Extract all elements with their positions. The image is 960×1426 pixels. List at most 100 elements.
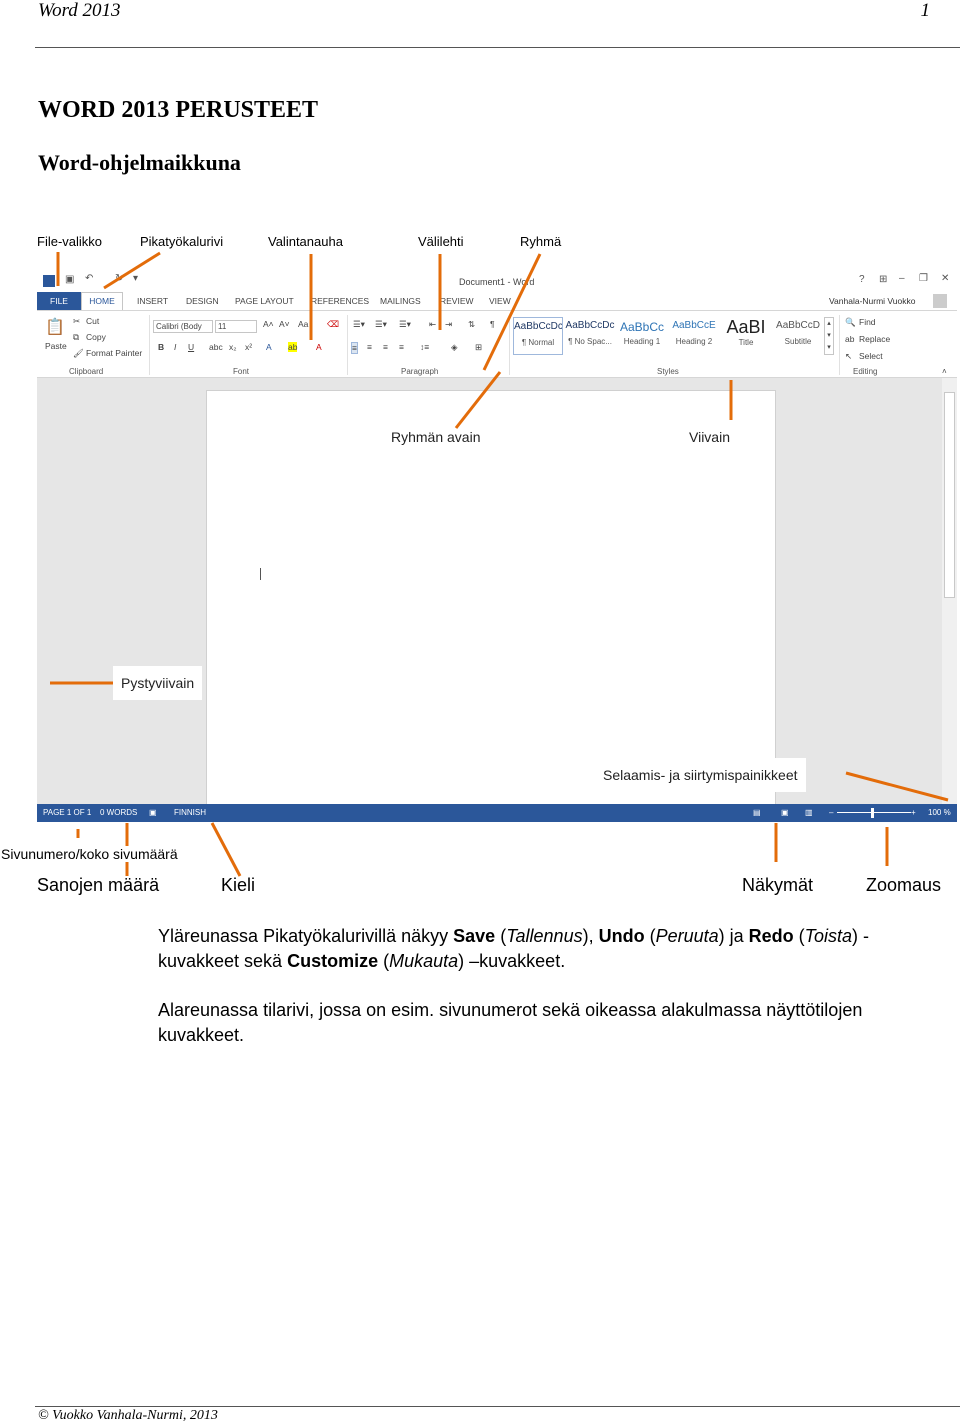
minimize-icon[interactable]: – xyxy=(899,273,905,284)
strikethrough-icon[interactable]: abc xyxy=(209,342,223,352)
clear-formatting-icon[interactable]: ⌫ xyxy=(327,319,340,329)
restore-icon[interactable]: ❐ xyxy=(919,273,928,284)
redo-term: Redo xyxy=(748,926,794,946)
style-preview: AaBI xyxy=(726,317,766,337)
shading-icon[interactable]: ◈ xyxy=(451,342,458,352)
tab-insert[interactable]: INSERT xyxy=(137,296,169,306)
status-proofing-icon[interactable]: ▣ xyxy=(149,808,157,817)
help-icon[interactable]: ? xyxy=(859,274,865,285)
zoom-out-icon[interactable]: – xyxy=(829,808,834,817)
copy-button[interactable]: Copy xyxy=(86,332,106,342)
replace-icon: ab xyxy=(845,334,855,344)
style-heading-1[interactable]: AaBbCc Heading 1 xyxy=(617,317,667,355)
grow-font-icon[interactable]: A˄ xyxy=(263,319,274,329)
save-icon[interactable]: ▣ xyxy=(65,274,75,285)
cut-button[interactable]: Cut xyxy=(86,316,100,326)
style-normal[interactable]: AaBbCcDc ¶ Normal xyxy=(513,317,563,355)
callout-group xyxy=(482,253,542,371)
show-marks-icon[interactable]: ¶ xyxy=(490,319,495,329)
tab-mailings[interactable]: MAILINGS xyxy=(380,296,421,306)
zoom-slider-thumb[interactable] xyxy=(871,808,874,818)
tab-file[interactable]: FILE xyxy=(37,292,81,310)
select-icon: ↖ xyxy=(845,351,853,361)
status-words[interactable]: 0 WORDS xyxy=(100,808,138,817)
ribbon-display-icon[interactable]: ⊞ xyxy=(879,274,888,285)
style-no-spacing[interactable]: AaBbCcDc ¶ No Spac... xyxy=(565,317,615,355)
multilevel-list-icon[interactable]: ☰▾ xyxy=(399,319,411,329)
bold-icon[interactable]: B xyxy=(158,342,165,352)
style-name: ¶ Normal xyxy=(521,338,555,347)
document-subtitle: Word-ohjelmaikkuna xyxy=(38,150,241,175)
italic-icon[interactable]: I xyxy=(174,342,177,352)
tab-references[interactable]: REFERENCES xyxy=(311,296,370,306)
close-icon[interactable]: ✕ xyxy=(941,273,950,284)
change-case-icon[interactable]: Aa xyxy=(298,319,309,329)
group-separator xyxy=(509,315,510,375)
styles-scroll-icon[interactable]: ▴▾▾ xyxy=(824,317,834,355)
numbering-icon[interactable]: ☰▾ xyxy=(375,319,387,329)
align-center-icon[interactable]: ≡ xyxy=(367,342,372,352)
status-page[interactable]: PAGE 1 OF 1 xyxy=(43,808,92,817)
style-heading-2[interactable]: AaBbCcE Heading 2 xyxy=(669,317,719,355)
status-language[interactable]: FINNISH xyxy=(174,808,206,817)
document-title: WORD 2013 PERUSTEET xyxy=(38,97,319,123)
shrink-font-icon[interactable]: A˅ xyxy=(279,319,290,329)
tab-home[interactable]: HOME xyxy=(81,292,123,311)
font-color-icon[interactable]: A xyxy=(316,342,322,352)
tab-page-layout[interactable]: PAGE LAYOUT xyxy=(235,296,294,306)
increase-indent-icon[interactable]: ⇥ xyxy=(445,319,453,329)
tab-review[interactable]: REVIEW xyxy=(440,296,474,306)
document-area xyxy=(37,378,957,810)
underline-icon[interactable]: U xyxy=(188,342,195,352)
title-bar: ▣ ↶ ↻ ▾ Document1 - Word ? ⊞ – ❐ ✕ xyxy=(37,270,957,292)
sort-icon[interactable]: ⇅ xyxy=(468,319,476,329)
label-ribbon: Valintanauha xyxy=(268,234,343,249)
style-name: Subtitle xyxy=(784,337,812,346)
superscript-icon[interactable]: x² xyxy=(245,342,253,352)
tab-design[interactable]: DESIGN xyxy=(186,296,219,306)
align-right-icon[interactable]: ≡ xyxy=(383,342,388,352)
label-language: Kieli xyxy=(221,875,256,895)
web-layout-icon[interactable]: ▥ xyxy=(805,808,813,817)
format-painter-button[interactable]: Format Painter xyxy=(86,348,143,358)
save-term-fi: Tallennus xyxy=(506,926,583,946)
document-page[interactable] xyxy=(206,390,776,810)
replace-button[interactable]: Replace xyxy=(859,334,891,344)
align-left-icon[interactable]: ≡ xyxy=(351,342,358,354)
style-name: Heading 2 xyxy=(675,337,713,346)
zoom-slider[interactable] xyxy=(837,812,911,813)
select-button[interactable]: Select xyxy=(859,351,883,361)
footer-text: © Vuokko Vanhala-Nurmi, 2013 xyxy=(38,1408,218,1423)
paste-button[interactable]: Paste xyxy=(45,341,67,351)
p1-text: ) ja xyxy=(718,926,749,946)
print-layout-icon[interactable]: ▣ xyxy=(781,808,789,817)
read-mode-icon[interactable]: ▤ xyxy=(753,808,761,817)
borders-icon[interactable]: ⊞ xyxy=(475,342,483,352)
find-button[interactable]: Find xyxy=(859,317,876,327)
text-effects-icon[interactable]: A xyxy=(266,342,272,352)
paste-icon[interactable]: 📋 xyxy=(45,319,65,336)
user-name[interactable]: Vanhala-Nurmi Vuokko xyxy=(829,296,916,306)
font-name-select[interactable]: Calibri (Body xyxy=(153,320,213,333)
undo-icon[interactable]: ↶ xyxy=(85,273,94,284)
font-size-select[interactable]: 11 xyxy=(215,320,257,333)
scrollbar-thumb[interactable] xyxy=(944,392,955,598)
avatar[interactable] xyxy=(933,294,947,308)
style-subtitle[interactable]: AaBbCcD Subtitle xyxy=(773,317,823,355)
p1-text: ( xyxy=(495,926,507,946)
zoom-in-icon[interactable]: + xyxy=(911,808,916,817)
zoom-level[interactable]: 100 % xyxy=(928,808,951,817)
style-title[interactable]: AaBI Title xyxy=(721,317,771,355)
justify-icon[interactable]: ≡ xyxy=(399,342,404,352)
footer-rule xyxy=(35,1406,960,1407)
collapse-ribbon-icon[interactable]: ˄ xyxy=(942,367,947,376)
subscript-icon[interactable]: x₂ xyxy=(229,342,237,352)
tab-view[interactable]: VIEW xyxy=(489,296,511,306)
highlight-icon[interactable]: ab xyxy=(288,342,298,352)
text-cursor xyxy=(260,568,261,580)
line-spacing-icon[interactable]: ↕≡ xyxy=(420,342,430,352)
bullets-icon[interactable]: ☰▾ xyxy=(353,319,365,329)
label-ruler: Viivain xyxy=(681,420,738,454)
decrease-indent-icon[interactable]: ⇤ xyxy=(429,319,437,329)
customize-icon[interactable]: ▾ xyxy=(133,273,139,284)
